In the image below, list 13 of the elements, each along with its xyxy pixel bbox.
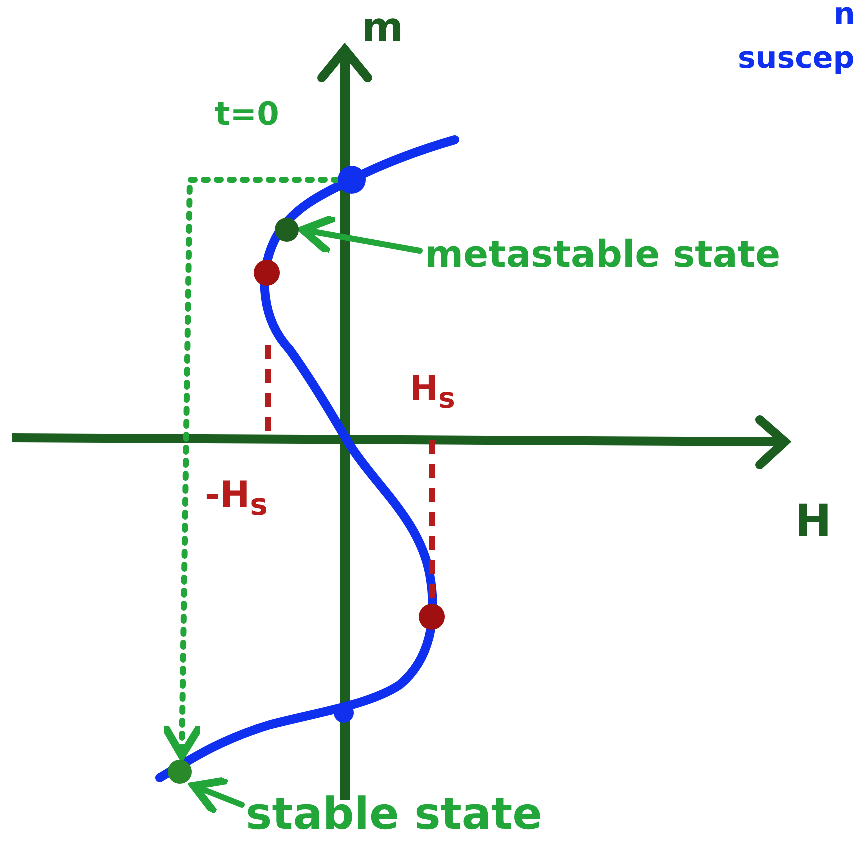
axis-label: suscep bbox=[738, 44, 855, 74]
axis-label: n bbox=[834, 0, 856, 30]
state-point bbox=[338, 166, 366, 194]
axis-label: H bbox=[795, 500, 832, 544]
state-point bbox=[168, 760, 192, 784]
axis-label: m bbox=[362, 8, 404, 48]
state-point bbox=[275, 218, 299, 242]
state-label: metastable state bbox=[425, 236, 781, 273]
axis-label: -H$_{s}$ bbox=[205, 478, 268, 522]
axis-label: t=0 bbox=[215, 98, 280, 130]
state-label: stable state bbox=[246, 793, 542, 837]
arrow bbox=[299, 214, 423, 257]
axis-label: H$_{s}$ bbox=[410, 372, 456, 414]
